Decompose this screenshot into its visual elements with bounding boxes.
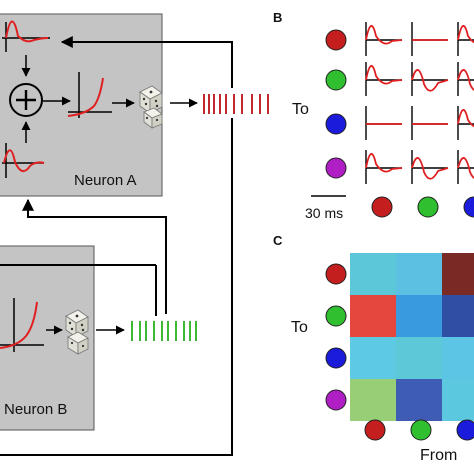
matrix-cell [442,337,474,379]
matrix-cell [442,253,474,295]
matrix-cell [350,379,396,421]
column-marker [364,419,386,441]
row-marker [325,347,347,369]
matrix-cell [396,253,442,295]
column-marker [371,196,393,218]
panel-b-column-markers [371,196,474,218]
kernel-plot [457,22,474,56]
panel-b: B To 30 ms [273,10,474,221]
dice-icon [139,85,163,129]
kernel-plot [365,22,403,56]
kernel-plot [411,106,448,140]
panel-c-from-label: From [420,447,457,464]
neuron-a-input-kernel [2,143,45,178]
kernel-plot [365,62,403,96]
panel-b-row-markers [325,29,347,179]
row-marker [325,157,347,179]
row-marker [325,69,347,91]
neuron-a-spike-train [203,94,269,114]
kernel-plot [411,150,449,184]
row-marker [325,389,347,411]
connectivity-matrix [350,253,474,421]
dice-icon [65,309,89,355]
kernel-plot [365,106,402,140]
panel-b-letter: B [273,10,282,25]
kernel-plot [411,22,448,56]
kernel-plot [457,106,474,140]
panel-b-to-label: To [292,101,309,118]
matrix-cell [442,379,474,421]
summation-icon [9,83,43,117]
matrix-cell [350,337,396,379]
row-marker [325,305,347,327]
panel-c-column-markers [364,419,474,441]
row-marker [325,263,347,285]
panel-c-to-label: To [291,319,308,336]
matrix-cell [396,295,442,337]
column-marker [417,196,439,218]
panel-c-row-markers [325,263,347,411]
neuron-b-spike-train [131,321,197,341]
panel-a: Neuron A Neuron B [0,13,269,456]
matrix-cell [396,379,442,421]
panel-c-letter: C [273,233,283,248]
kernel-plot [457,150,474,184]
neuron-b-nonlinearity [0,298,44,352]
row-marker [325,113,347,135]
kernel-plot [365,150,403,184]
neuron-a-label: Neuron A [74,172,137,189]
neuron-a-self-kernel [2,20,50,52]
matrix-cell [396,337,442,379]
column-marker [456,419,474,441]
column-marker [410,419,432,441]
kernel-plot [411,62,449,96]
scale-bar-label: 30 ms [305,205,343,221]
matrix-cell [442,295,474,337]
column-marker [463,196,474,218]
kernel-plot [457,62,474,96]
neuron-a-nonlinearity [67,72,112,118]
matrix-cell [350,295,396,337]
neuron-b-label: Neuron B [4,401,67,418]
panel-c: C To From [273,233,474,464]
panel-b-kernel-grid [365,22,474,184]
matrix-cell [350,253,396,295]
row-marker [325,29,347,51]
